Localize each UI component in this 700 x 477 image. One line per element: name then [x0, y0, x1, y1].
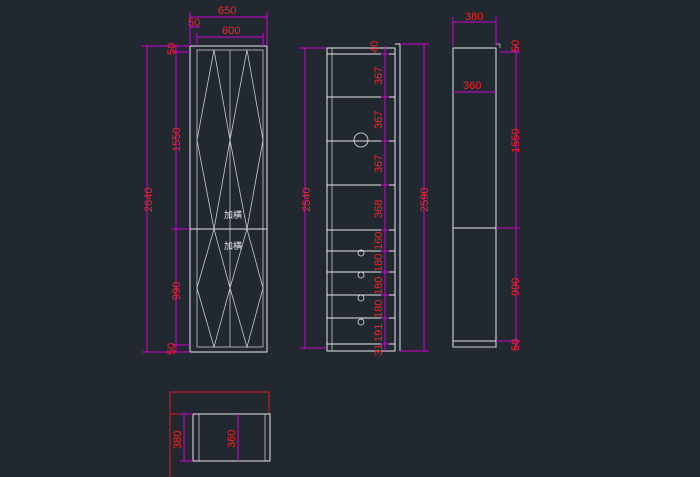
- cable-hole-icon: [353, 132, 369, 148]
- section-view: 2540 2590 40 367 367 367 368 160 180 180…: [300, 41, 431, 356]
- dim-section-overall: 2540: [301, 188, 313, 212]
- dim-carcass-height: 2590: [419, 188, 431, 212]
- door-diamond-ll: [196, 228, 231, 349]
- dim-side-upper-door: 1550: [510, 129, 522, 153]
- dim-top-band: 50: [166, 43, 178, 55]
- drawer-knob-icon: [357, 318, 365, 326]
- dim-chain-ticks: [381, 53, 389, 345]
- dim-shelf-4: 368: [373, 200, 385, 218]
- section-carcass-outline: [326, 47, 396, 352]
- front-cabinet-outline: [189, 45, 268, 353]
- dim-lower-door: 990: [171, 282, 183, 300]
- plan-view: 380 360: [169, 391, 271, 477]
- dim-drawer-3: 180: [373, 277, 385, 295]
- dim-inner-width: 600: [222, 25, 240, 37]
- side-outline: [452, 47, 497, 348]
- door-diamond-ur: [229, 49, 264, 230]
- dim-drawer-1: 160: [373, 232, 385, 250]
- dim-shelf-1: 367: [373, 67, 385, 85]
- dim-plan-depth: 380: [172, 431, 184, 449]
- drawer-knob-icon: [357, 271, 365, 279]
- dim-bottom-gap: 31: [373, 344, 385, 356]
- drawer-knob-icon: [357, 294, 365, 302]
- door-diamond-ul: [196, 49, 231, 230]
- dim-drawer-4: 180: [373, 300, 385, 318]
- dim-total-width: 650: [218, 5, 236, 17]
- dim-side-depth: 380: [465, 11, 483, 23]
- dim-bottom-band: 50: [166, 343, 178, 355]
- dim-drawer-2: 180: [373, 254, 385, 272]
- dim-side-thickness: 50: [188, 17, 200, 29]
- door-diamond-lr: [229, 228, 264, 349]
- dim-top-gap: 40: [369, 41, 381, 53]
- front-view: 加横 加横 650 50 600 2640 50 1550 990 50: [142, 5, 268, 355]
- dim-shelf-3: 367: [373, 155, 385, 173]
- dim-side-lower-door: 990: [510, 278, 522, 296]
- drawer-knob-icon: [357, 249, 365, 257]
- dim-overall-height: 2640: [143, 188, 155, 212]
- dim-side-bottom-band: 50: [510, 339, 522, 351]
- dim-side-top-band: 50: [510, 40, 522, 52]
- dim-drawer-5: 191: [373, 324, 385, 342]
- dim-side-inner-depth: 360: [463, 80, 481, 92]
- plan-top-band: [169, 391, 270, 415]
- dim-shelf-2: 367: [373, 111, 385, 129]
- plan-outline: [192, 413, 271, 462]
- dim-upper-door: 1550: [171, 128, 183, 152]
- lower-door-label: 加横: [224, 240, 242, 251]
- side-view: 380 360 50 1550 990 50: [452, 11, 522, 351]
- upper-door-label: 加横: [224, 209, 242, 220]
- dim-plan-inner-depth: 360: [226, 430, 238, 448]
